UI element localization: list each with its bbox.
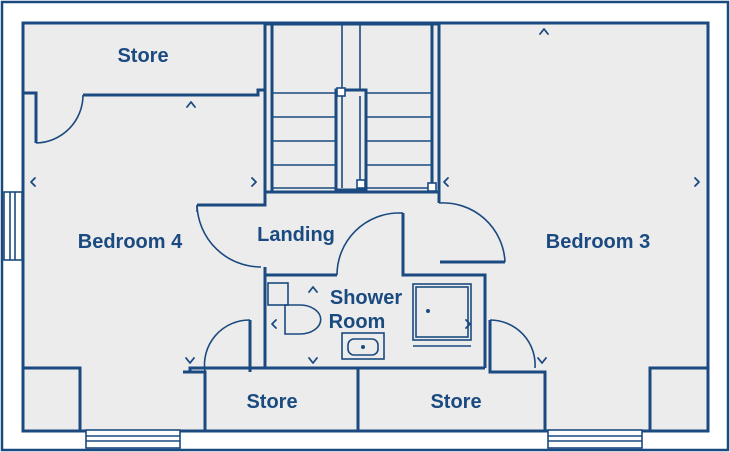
chevron-down-icon (308, 357, 318, 364)
window-left (3, 191, 23, 261)
chevron-right-icon (694, 177, 700, 187)
staircase (263, 22, 441, 194)
chevron-right-icon (465, 319, 471, 329)
chevron-right-icon (251, 177, 257, 187)
label-bedroom-3: Bedroom 3 (546, 231, 650, 253)
chevron-left-icon (443, 177, 449, 187)
stair-treads-right (366, 92, 432, 189)
chevron-up-icon (308, 286, 318, 293)
chevron-left-icon (271, 319, 277, 329)
chevron-up-icon (539, 28, 549, 35)
window-bottom-right (547, 429, 643, 449)
chevron-down-icon (185, 357, 195, 364)
washbasin (341, 332, 385, 360)
label-bedroom-4: Bedroom 4 (78, 231, 183, 253)
label-shower-room-line1: Shower (330, 287, 402, 309)
stair-treads-left (272, 92, 336, 189)
label-store-top: Store (117, 45, 168, 67)
shower-tray (412, 283, 472, 347)
label-shower-room-line2: Room (329, 311, 386, 333)
label-store-bottom-right: Store (430, 391, 481, 413)
label-landing: Landing (257, 224, 335, 246)
chevron-left-icon (30, 177, 36, 187)
chevron-markers (30, 28, 700, 364)
door-bedroom4 (196, 204, 262, 268)
label-store-bottom-left: Store (246, 391, 297, 413)
toilet (267, 282, 322, 335)
window-bottom-left (85, 429, 181, 449)
chevron-up-icon (186, 101, 196, 108)
door-store-bottom-right (488, 319, 536, 369)
door-store-bottom-left (203, 319, 251, 373)
chevron-down-icon (537, 357, 547, 364)
door-bedroom3 (438, 202, 506, 263)
door-shower-room (336, 212, 403, 276)
